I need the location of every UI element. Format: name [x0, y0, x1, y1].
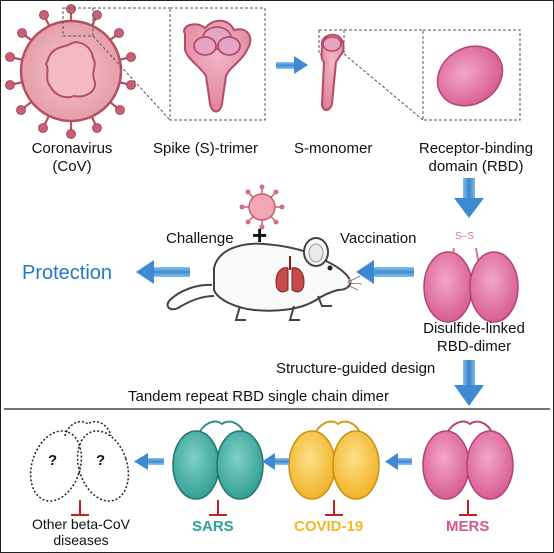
arrow-dimer-to-mouse: [356, 260, 414, 284]
s-monomer-label: S-monomer: [294, 140, 373, 157]
covid-dimer-icon: [288, 420, 380, 500]
unknown-dimer-icon: [29, 420, 130, 502]
spike-trimer-icon: [183, 19, 252, 113]
disulfide-bond-label: S–S: [455, 231, 474, 242]
vaccination-label: Vaccination: [340, 230, 417, 247]
arrow-design: [454, 360, 484, 406]
rbd-icon: [436, 45, 504, 107]
mers-label: MERS: [446, 518, 490, 535]
rbd-dimer-icon: [423, 247, 519, 323]
spike-trimer-label: Spike (S)-trimer: [153, 140, 259, 157]
arrow-covid-to-sars: [262, 453, 289, 470]
rbd-label: Receptor-binding domain (RBD): [418, 140, 534, 175]
arrow-mers-to-covid: [385, 453, 412, 470]
other-diseases-label: Other beta-CoV diseases: [31, 516, 131, 548]
zoom-connector: [62, 7, 266, 121]
mouse-icon: [166, 237, 363, 321]
plus-sign: +: [252, 220, 268, 250]
coronavirus-icon: [5, 4, 136, 139]
challenge-label: Challenge: [166, 230, 234, 247]
unknown-mark-left: ?: [48, 452, 58, 469]
dimer-label: Disulfide-linked RBD-dimer: [423, 320, 525, 355]
arrow-mouse-to-protection: [136, 260, 190, 284]
covid-label: COVID-19: [294, 518, 364, 535]
challenge-virus-icon: [239, 184, 285, 230]
arrow-rbd-to-dimer: [454, 178, 484, 218]
tandem-label: Tandem repeat RBD single chain dimer: [128, 388, 389, 405]
sars-label: SARS: [192, 518, 234, 535]
coronavirus-label: Coronavirus (CoV): [31, 140, 113, 175]
arrow-sars-to-other: [134, 453, 164, 470]
design-label: Structure-guided design: [276, 360, 436, 377]
sars-dimer-icon: [172, 420, 264, 500]
arrow-trimer-to-monomer: [276, 56, 308, 74]
unknown-mark-right: ?: [96, 452, 106, 469]
protection-label: Protection: [22, 262, 113, 284]
mers-dimer-icon: [422, 420, 514, 500]
inhibit-symbols: [71, 500, 477, 516]
s-monomer-icon: [320, 33, 345, 111]
